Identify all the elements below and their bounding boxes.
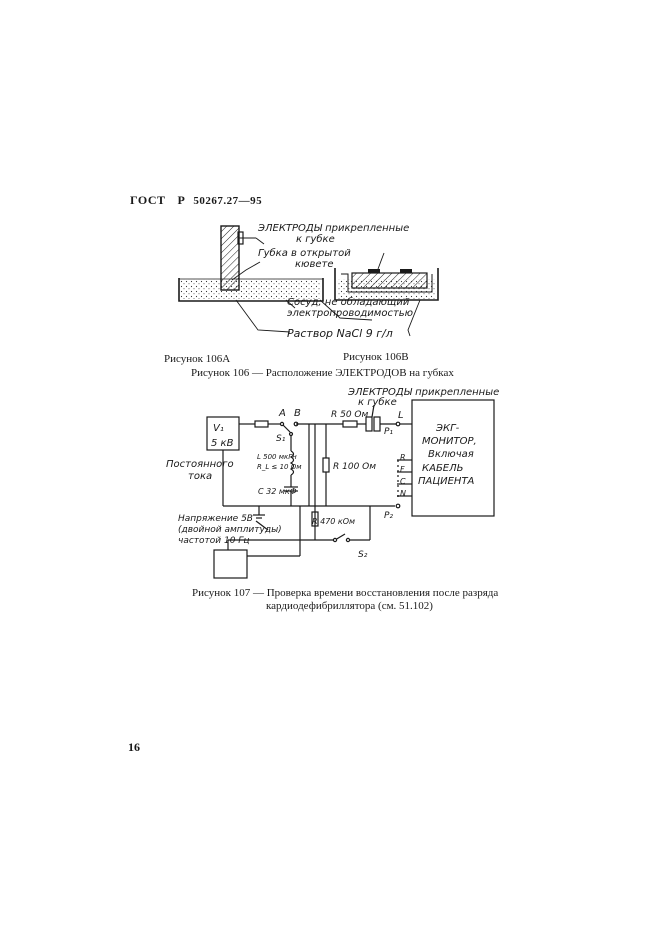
figure-106-leaders: [231, 237, 421, 337]
node-b-label: B: [294, 408, 301, 419]
label-vessel-line2: электропроводимостью: [287, 308, 413, 319]
caption-106a: Рисунок 106А: [164, 353, 231, 365]
page-number: 16: [128, 740, 140, 754]
resistor-r470-label: R 470 кОм: [312, 517, 355, 526]
ecg-monitor-box: [411, 399, 495, 517]
lead-n-label: N: [400, 489, 406, 498]
figure-106-drawing: ЭЛЕКТРОДЫ прикрепленные к губке Губка в …: [178, 223, 439, 340]
inductor-label: L 500 мкГн: [257, 453, 297, 461]
ecg-label-line1: ЭКГ-: [435, 423, 460, 434]
label-electrodes-107-line2: к губке: [358, 396, 397, 408]
label-vessel-line1: Сосуд, не обладающий: [287, 296, 410, 308]
ecg-label-line5: ПАЦИЕНТА: [418, 476, 475, 487]
label-dc-line1: Постоянного: [166, 459, 234, 470]
label-electrodes-106-line2: к губке: [296, 233, 335, 245]
label-voltage-line3: частотой 10 Гц: [178, 536, 249, 546]
ecg-label-line4: КАБЕЛЬ: [422, 463, 464, 474]
document-header: ГОСТ Р 50267.27—95: [130, 193, 262, 208]
label-sponge-line1: Губка в открытой: [258, 247, 351, 259]
caption-107-line1: Рисунок 107 — Проверка времени восстанов…: [192, 587, 499, 599]
switch-s1-label: S₁: [276, 434, 286, 444]
vessel-106a: [178, 225, 324, 302]
lead-r-label: R: [400, 453, 406, 462]
standard-number: 50267.27—95: [193, 195, 263, 207]
source-voltage-label: 5 кВ: [211, 438, 234, 449]
ecg-label-line3: Включая: [428, 449, 474, 460]
point-p2-label: P₂: [384, 511, 393, 521]
caption-107-line2: кардиодефибриллятора (см. 51.102): [266, 600, 433, 612]
caption-106b: Рисунок 106В: [343, 351, 409, 363]
source-v1-label: V₁: [213, 423, 224, 434]
label-electrodes-106-line1: ЭЛЕКТРОДЫ прикрепленные: [257, 223, 409, 234]
label-voltage-line2: (двойной амплитуды): [178, 525, 282, 535]
label-dc-line2: тока: [188, 471, 212, 482]
vessel-106b: [334, 268, 439, 301]
lead-f-label: F: [400, 465, 405, 474]
inductor-resistance-label: R_L ≤ 10 Ом: [257, 463, 302, 471]
node-a-label: A: [278, 408, 286, 419]
ecg-label-line2: МОНИТОР,: [422, 436, 477, 447]
capacitor-label: C 32 мкФ: [258, 487, 297, 496]
label-voltage-line1: Напряжение 5В: [178, 514, 253, 524]
source-10hz-box: [213, 549, 248, 579]
label-solution: Раствор NaCl 9 г/л: [287, 327, 393, 340]
lead-l-label: L: [398, 410, 404, 421]
label-electrodes-107-line1: ЭЛЕКТРОДЫ прикрепленные: [347, 387, 499, 398]
resistor-r100-label: R 100 Ом: [333, 462, 376, 472]
point-p1-label: P₁: [384, 427, 393, 437]
standard-code: ГОСТ: [130, 193, 166, 207]
switch-s2-label: S₂: [358, 550, 368, 560]
label-sponge-line2: кювете: [295, 259, 333, 270]
caption-106: Рисунок 106 — Расположение ЭЛЕКТРОДОВ на…: [191, 367, 454, 379]
lead-c-label: C: [400, 477, 406, 486]
resistor-r50-label: R 50 Ом: [331, 410, 369, 420]
standard-letter: Р: [177, 193, 186, 207]
